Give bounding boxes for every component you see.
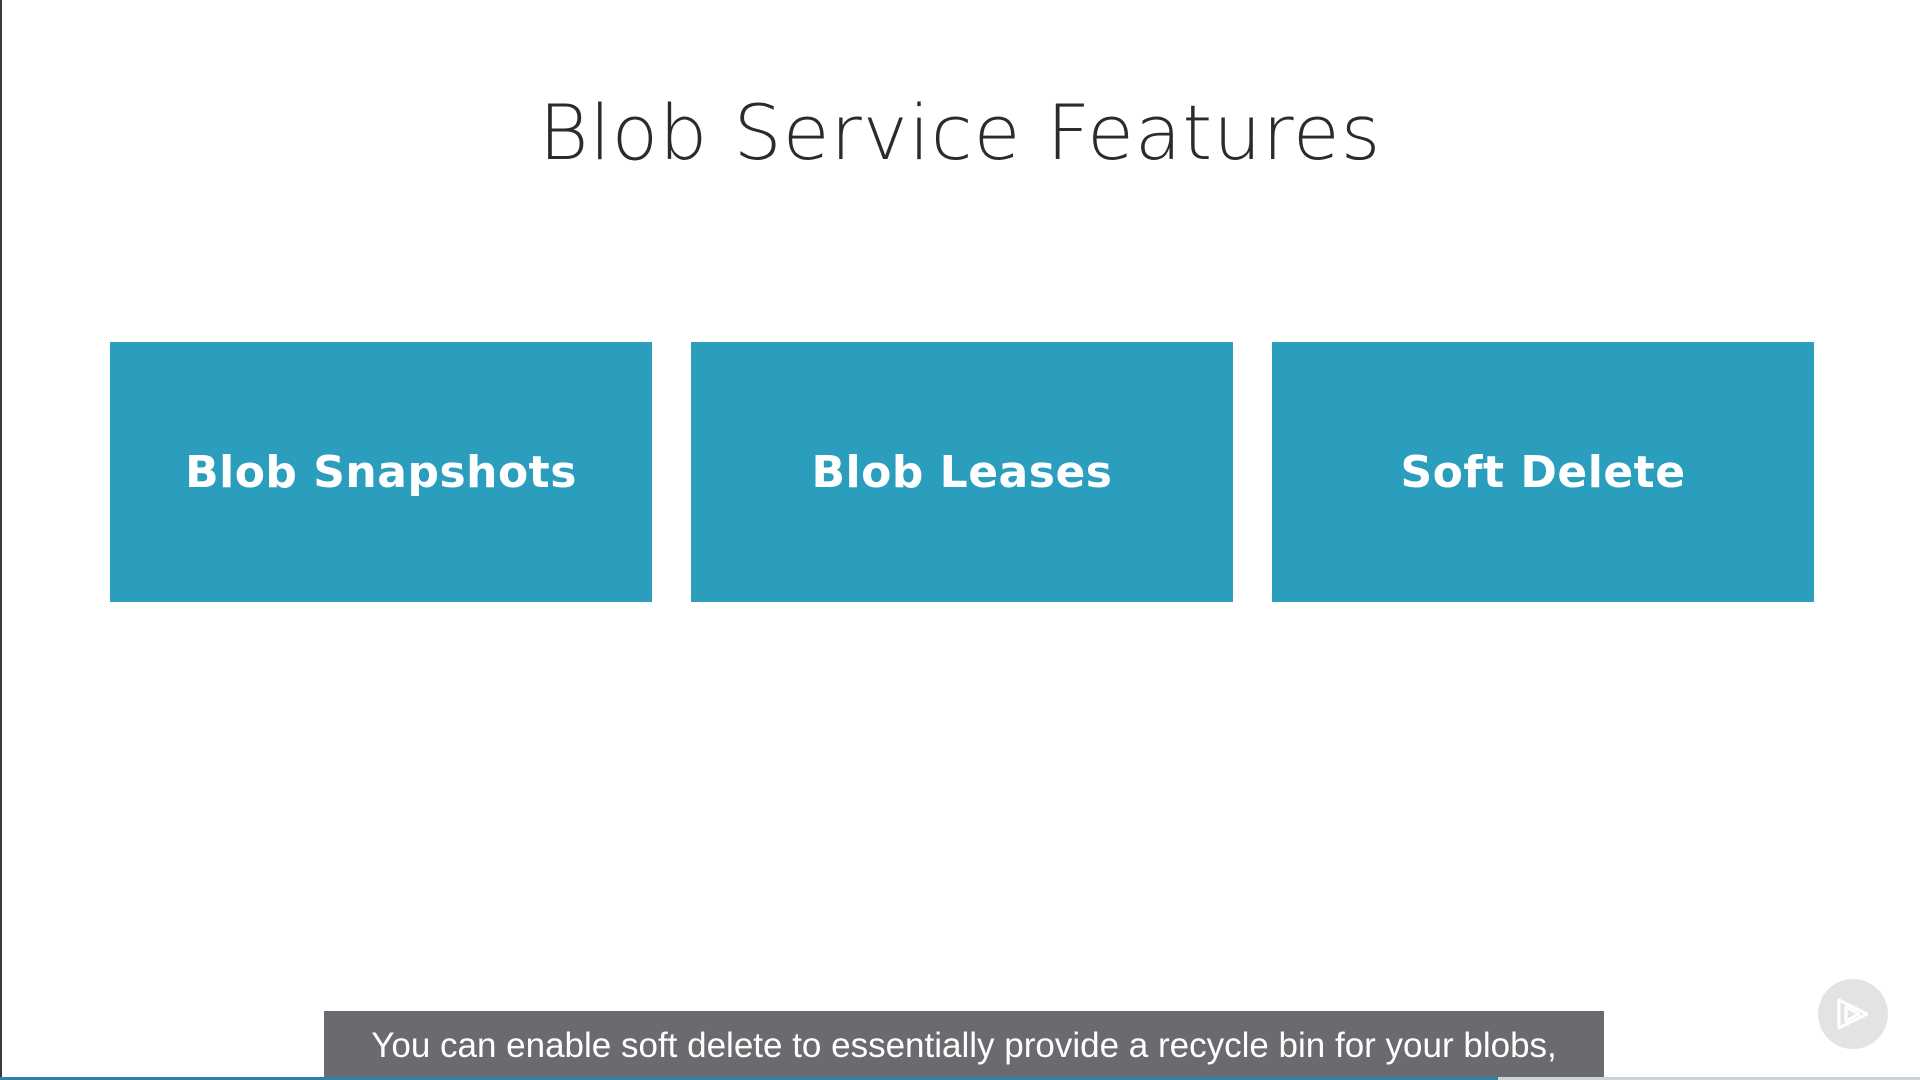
slide-title: Blob Service Features xyxy=(538,88,1382,177)
feature-card-blob-leases: Blob Leases xyxy=(691,342,1233,602)
feature-card-label: Soft Delete xyxy=(1400,446,1686,498)
feature-card-label: Blob Snapshots xyxy=(185,446,577,498)
feature-card-label: Blob Leases xyxy=(811,446,1113,498)
pluralsight-play-logo-icon[interactable] xyxy=(1818,979,1888,1049)
progress-bar-fill xyxy=(0,1077,1498,1080)
feature-card-blob-snapshots: Blob Snapshots xyxy=(110,342,652,602)
progress-bar[interactable] xyxy=(0,1077,1920,1080)
subtitle-caption: You can enable soft delete to essentiall… xyxy=(324,1011,1604,1080)
frame-edge xyxy=(0,0,2,1080)
subtitle-text: You can enable soft delete to essentiall… xyxy=(371,1025,1557,1065)
play-logo-icon xyxy=(1837,998,1869,1030)
feature-card-soft-delete: Soft Delete xyxy=(1272,342,1814,602)
